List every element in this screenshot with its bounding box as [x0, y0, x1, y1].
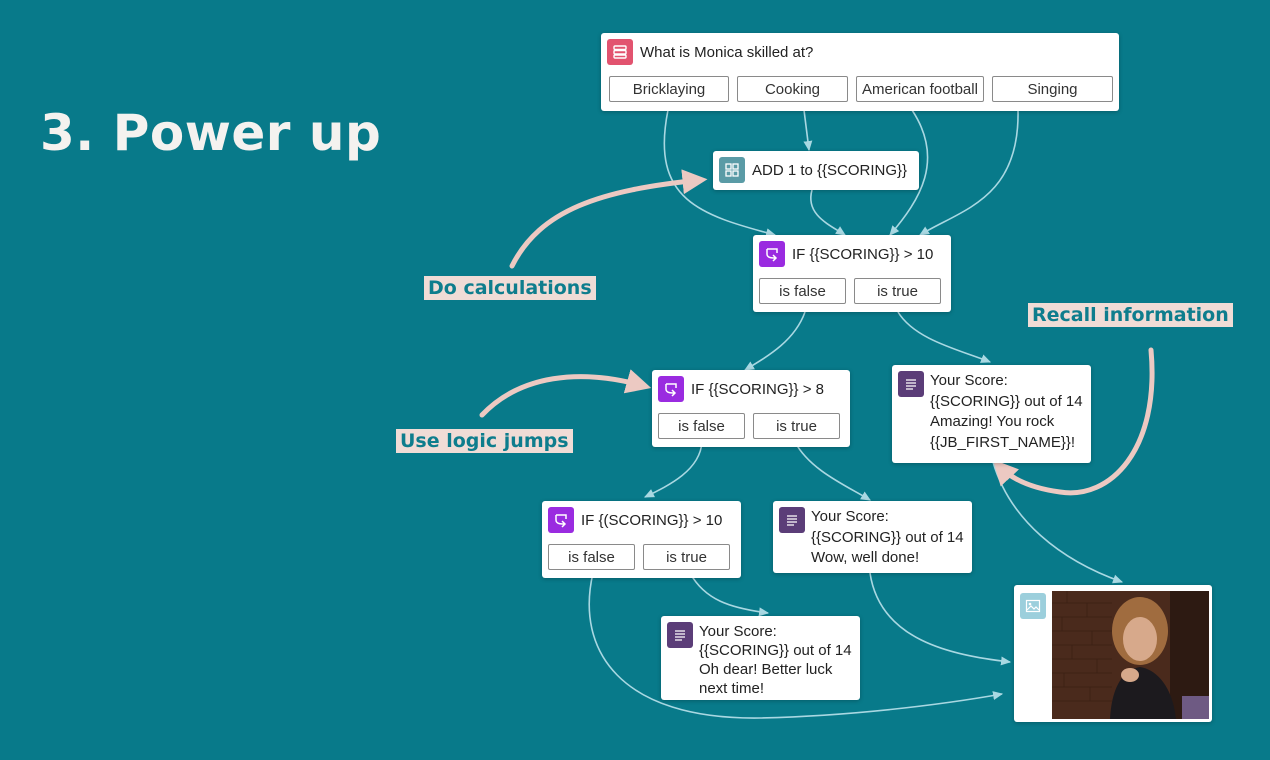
statement-2-line: Wow, well done!: [811, 549, 920, 566]
connector-logic2-false-to-logic3: [643, 441, 703, 498]
text-lines-icon: [898, 371, 924, 397]
logic1-is-false[interactable]: is false: [759, 278, 846, 304]
image-icon: [1020, 593, 1046, 619]
connector-cooking-to-calc: [803, 109, 813, 152]
statement-1-line: Amazing! You rock: [930, 413, 1055, 430]
logic-jump-2-text: IF {{SCORING}} > 8: [691, 380, 824, 398]
text-lines-icon: [667, 622, 693, 648]
list-icon: [607, 39, 633, 65]
logic-jump-node-1[interactable]: IF {{SCORING}} > 10 is false is true: [753, 235, 951, 312]
statement-node-1-icon-wrap: [898, 371, 924, 397]
statement-node-3-icon-wrap: [667, 622, 693, 648]
connector-logic1-false-to-logic2: [744, 311, 806, 371]
statement-3-line: {{SCORING}} out of 14: [699, 642, 852, 659]
choice-singing[interactable]: Singing: [992, 76, 1113, 102]
question-text: What is Monica skilled at?: [640, 43, 814, 61]
logic3-is-true[interactable]: is true: [643, 544, 730, 570]
photo-illustration: [1052, 591, 1209, 719]
logic-jump-node-3[interactable]: IF {(SCORING}} > 10 is false is true: [542, 501, 741, 578]
image-node-icon-wrap: [1020, 593, 1046, 619]
statement-2-line: Your Score:: [811, 508, 889, 525]
callout-arrow-calculations: [509, 169, 708, 269]
calculator-node[interactable]: ADD 1 to {{SCORING}}: [713, 151, 919, 190]
calculator-icon: [719, 157, 745, 183]
gif-preview-image: [1052, 591, 1209, 719]
statement-node-2[interactable]: Your Score: {{SCORING}} out of 14 Wow, w…: [773, 501, 972, 573]
connector-logic2-true-to-statement2: [794, 441, 871, 501]
statement-1-line: {{JB_FIRST_NAME}}!: [930, 433, 1076, 451]
slide-title: 3. Power up: [40, 104, 382, 162]
logic2-is-false[interactable]: is false: [658, 413, 745, 439]
logic-jump-1-text: IF {{SCORING}} > 10: [792, 245, 934, 263]
logic-jump-3-text: IF {(SCORING}} > 10: [581, 511, 723, 529]
callout-recall-information: Recall information: [1028, 303, 1233, 327]
logic-jump-icon: [548, 507, 574, 533]
logic-jump-node-2-header: IF {{SCORING}} > 8: [658, 376, 824, 402]
connector-statement1-to-image: [992, 461, 1124, 584]
statement-3-text: Your Score: {{SCORING}} out of 14 Oh dea…: [699, 622, 852, 698]
statement-node-2-icon-wrap: [779, 507, 805, 533]
statement-2-text: Your Score: {{SCORING}} out of 14 Wow, w…: [811, 507, 964, 569]
statement-node-3[interactable]: Your Score: {{SCORING}} out of 14 Oh dea…: [661, 616, 860, 700]
question-node[interactable]: What is Monica skilled at? Bricklaying C…: [601, 33, 1119, 111]
statement-node-1[interactable]: Your Score: {{SCORING}} out of 14 Amazin…: [892, 365, 1091, 463]
logic-jump-1-branches: is false is true: [759, 278, 941, 304]
choice-cooking[interactable]: Cooking: [737, 76, 848, 102]
logic-jump-node-3-header: IF {(SCORING}} > 10: [548, 507, 722, 533]
calculator-node-header: ADD 1 to {{SCORING}}: [719, 157, 907, 183]
logic-jump-icon: [759, 241, 785, 267]
text-lines-icon: [779, 507, 805, 533]
question-choices: Bricklaying Cooking American football Si…: [609, 76, 1113, 102]
connector-statement2-to-image: [869, 572, 1012, 666]
statement-3-line: Oh dear! Better luck: [699, 661, 833, 678]
logic-jump-node-1-header: IF {{SCORING}} > 10: [759, 241, 933, 267]
statement-3-line: next time!: [699, 680, 765, 697]
statement-2-line: {{SCORING}} out of 14: [811, 528, 964, 546]
statement-1-line: {{SCORING}} out of 14: [930, 392, 1083, 410]
connector-calc-to-logic1: [809, 189, 846, 236]
logic-jump-2-branches: is false is true: [658, 413, 840, 439]
statement-1-line: Your Score:: [930, 372, 1008, 389]
logic1-is-true[interactable]: is true: [854, 278, 941, 304]
connector-logic3-true-to-statement3: [689, 572, 770, 617]
logic-jump-3-branches: is false is true: [548, 544, 730, 570]
image-node[interactable]: [1014, 585, 1212, 722]
statement-3-line: Your Score:: [699, 623, 777, 640]
logic3-is-false[interactable]: is false: [548, 544, 635, 570]
choice-bricklaying[interactable]: Bricklaying: [609, 76, 729, 102]
callout-do-calculations: Do calculations: [424, 276, 596, 300]
logic-jump-node-2[interactable]: IF {{SCORING}} > 8 is false is true: [652, 370, 850, 447]
callout-use-logic-jumps: Use logic jumps: [396, 429, 573, 453]
statement-1-text: Your Score: {{SCORING}} out of 14 Amazin…: [930, 371, 1083, 453]
logic-jump-icon: [658, 376, 684, 402]
choice-american-football[interactable]: American football: [856, 76, 984, 102]
connector-logic1-true-to-statement1: [897, 311, 992, 363]
calculator-text: ADD 1 to {{SCORING}}: [752, 161, 908, 179]
question-node-header: What is Monica skilled at?: [607, 39, 813, 65]
logic2-is-true[interactable]: is true: [753, 413, 840, 439]
callout-arrow-logic: [479, 369, 652, 418]
connector-singing-to-logic1: [919, 109, 1019, 236]
